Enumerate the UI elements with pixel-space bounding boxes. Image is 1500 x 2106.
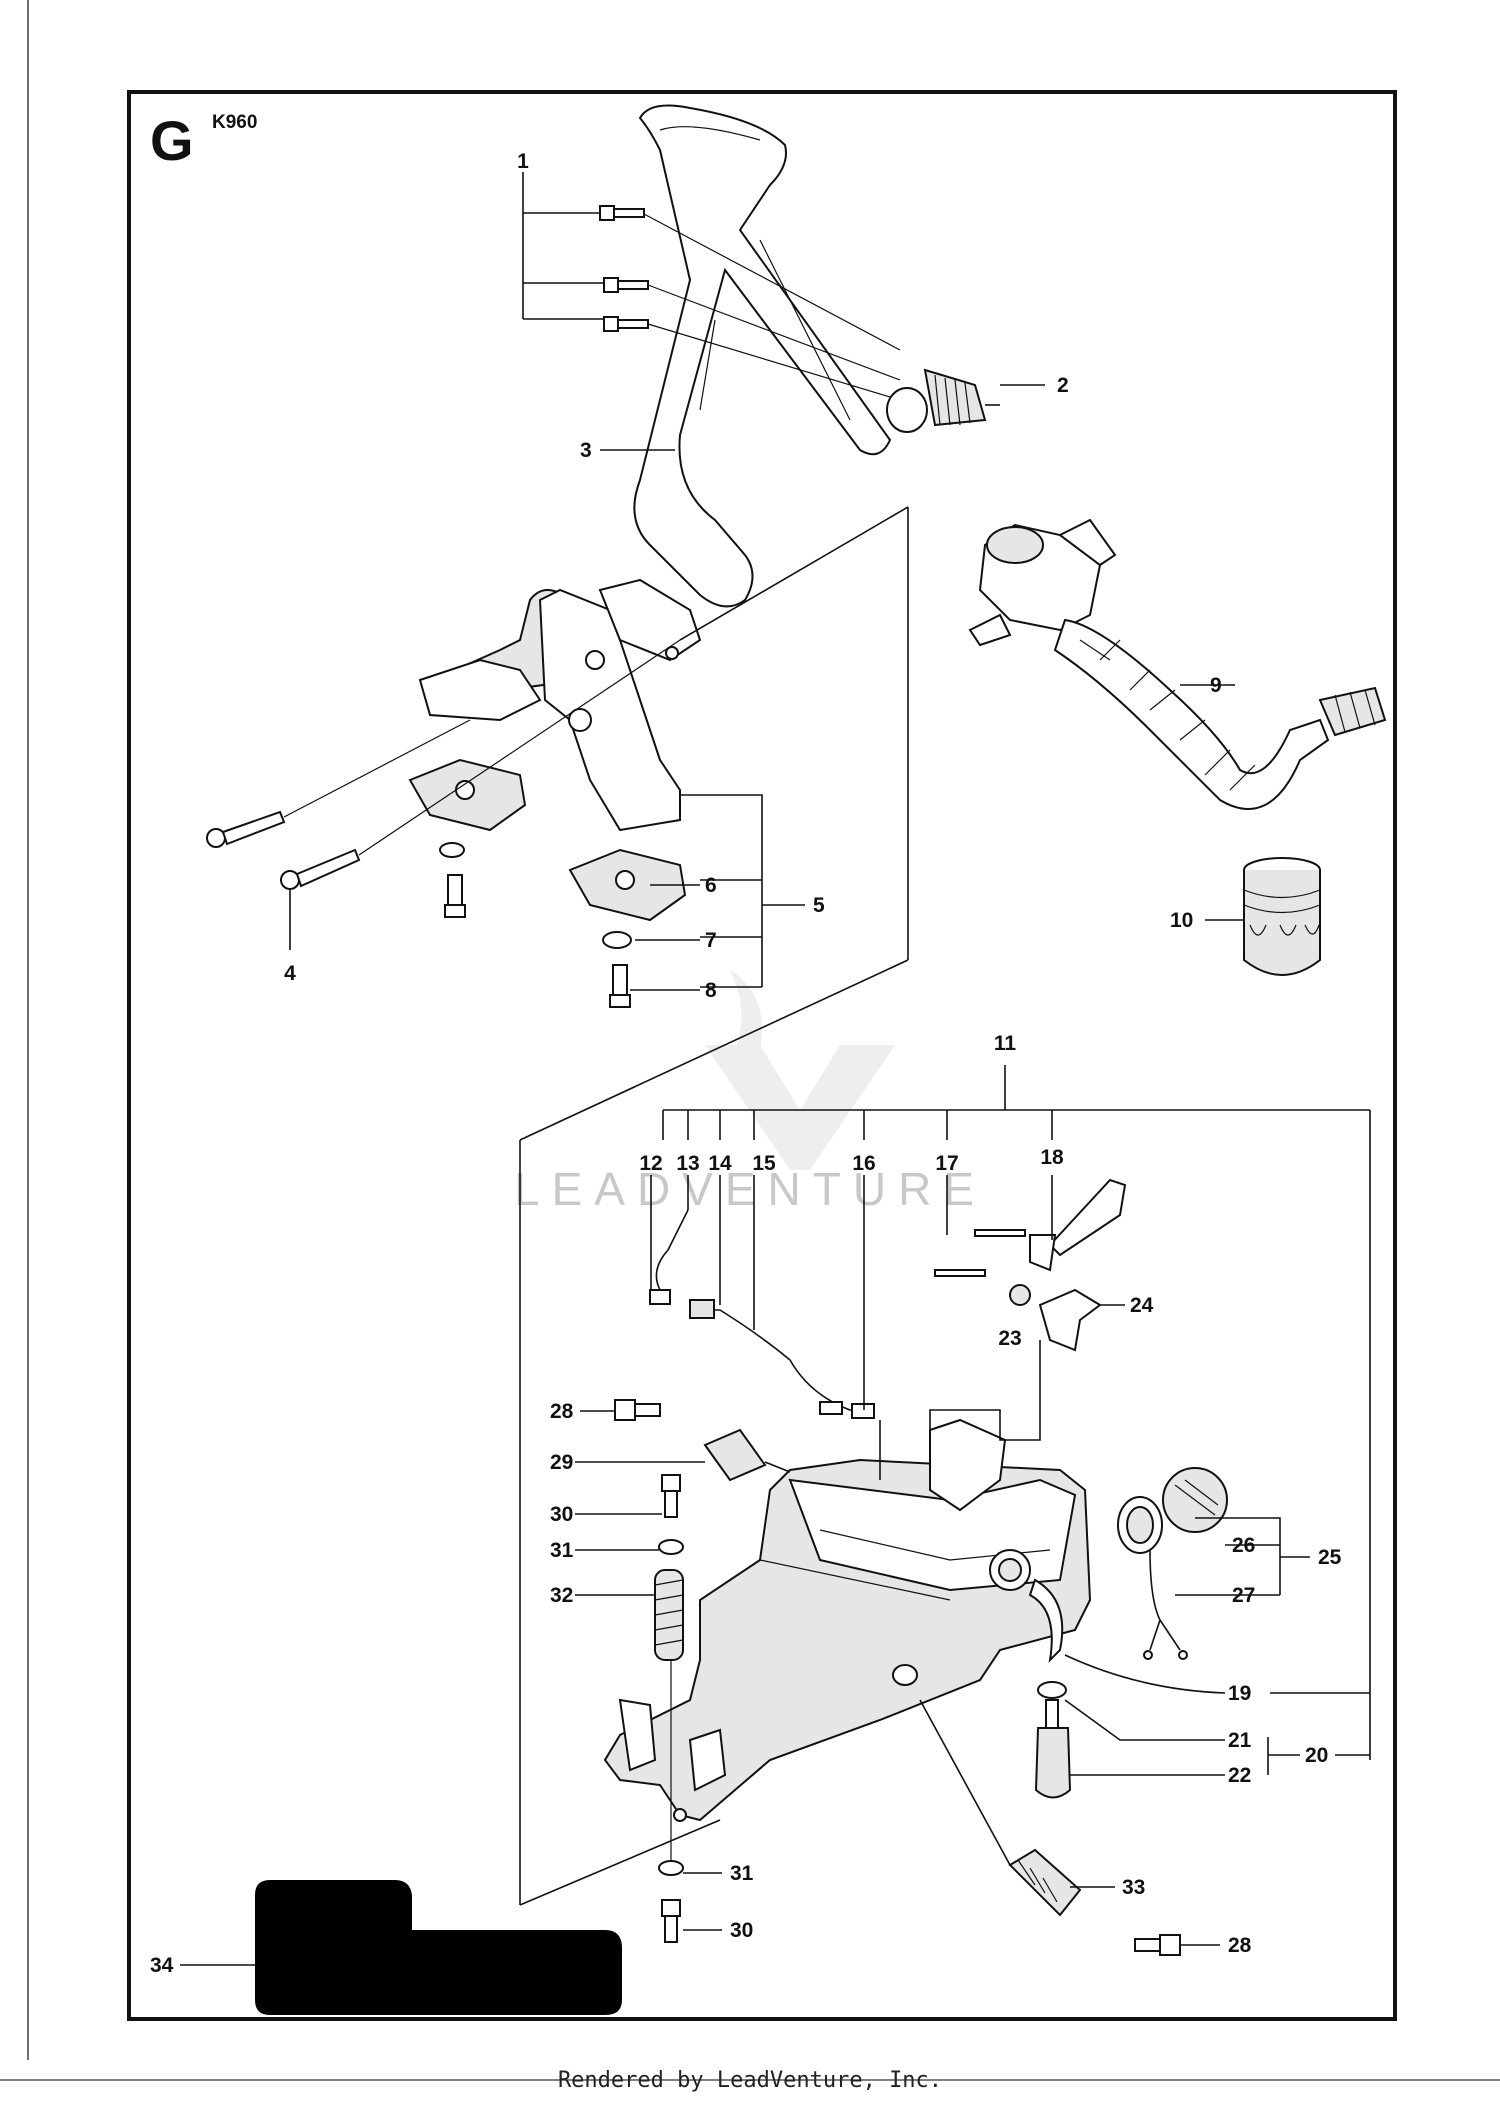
callout-31-upper: 31 <box>550 1539 574 1562</box>
callout-22: 22 <box>1228 1764 1251 1787</box>
fuel-tank-housing <box>603 1418 1092 1822</box>
section-letter: G <box>150 109 194 172</box>
callout-11: 11 <box>994 1032 1017 1055</box>
callout-24: 24 <box>1130 1294 1154 1317</box>
callout-4: 4 <box>284 962 296 985</box>
washer-31-upper <box>658 1539 684 1555</box>
callout-27: 27 <box>1232 1584 1255 1607</box>
callout-2: 2 <box>1057 374 1069 397</box>
callout-30-lower: 30 <box>730 1919 753 1942</box>
handle-spring-clamp <box>886 368 1000 433</box>
callout-21: 21 <box>1228 1729 1252 1752</box>
throttle-trigger <box>934 1178 1127 1352</box>
screw-30-upper <box>661 1474 681 1518</box>
antivibration-spring-32 <box>654 1569 684 1661</box>
screw-28-lower <box>1134 1934 1181 1956</box>
model-label: K960 <box>212 112 257 133</box>
antivibration-spring-29 <box>703 1428 791 1482</box>
leader-lines <box>180 172 1371 1966</box>
callout-23: 23 <box>998 1327 1021 1350</box>
footer-credit: Rendered by LeadVenture, Inc. <box>557 2068 943 2093</box>
diagram-frame <box>127 90 1397 2021</box>
callout-3: 3 <box>580 439 592 462</box>
handle-bar <box>633 104 892 608</box>
fuel-cap-insert <box>1243 857 1321 976</box>
callout-17: 17 <box>935 1152 958 1175</box>
fuel-filter <box>1034 1681 1072 1799</box>
washer-31-lower <box>658 1860 684 1876</box>
watermark-logo <box>705 970 895 1170</box>
callout-30-upper: 30 <box>550 1503 573 1526</box>
callout-28-lower: 28 <box>1228 1934 1252 1957</box>
callout-labels: 1 2 3 4 5 6 7 8 9 10 11 12 13 14 15 16 1… <box>150 150 1342 1977</box>
callout-6: 6 <box>705 874 717 897</box>
callout-26: 26 <box>1232 1534 1255 1557</box>
screw-set-1 <box>599 205 649 332</box>
fuel-filler-neck <box>968 518 1387 810</box>
decal-34 <box>255 1880 622 2015</box>
callout-19: 19 <box>1228 1682 1251 1705</box>
callout-16: 16 <box>852 1152 875 1175</box>
watermark-text: LEADVENTURE <box>514 1163 986 1215</box>
callout-34: 34 <box>150 1954 174 1977</box>
fuel-tank-cap <box>1117 1467 1228 1660</box>
callout-28-upper: 28 <box>550 1400 574 1423</box>
callout-31-lower: 31 <box>730 1862 754 1885</box>
callout-25: 25 <box>1318 1546 1342 1569</box>
callout-7: 7 <box>705 929 717 952</box>
callout-15: 15 <box>752 1152 776 1175</box>
screw-30-lower <box>661 1899 681 1943</box>
callout-10: 10 <box>1170 909 1193 932</box>
callout-5: 5 <box>813 894 825 917</box>
throttle-cable <box>655 1209 867 1413</box>
antivibration-spring-33 <box>1008 1848 1082 1917</box>
screw-28-upper <box>614 1399 661 1421</box>
callout-33: 33 <box>1122 1876 1145 1899</box>
bolt-long-lower <box>280 848 361 890</box>
callout-32: 32 <box>550 1584 573 1607</box>
bolt-long-upper <box>206 810 286 848</box>
callout-9: 9 <box>1210 674 1222 697</box>
callout-1: 1 <box>517 150 529 173</box>
callout-18: 18 <box>1040 1146 1064 1169</box>
callout-8: 8 <box>705 979 717 1002</box>
callout-20: 20 <box>1305 1744 1328 1767</box>
callout-29: 29 <box>550 1451 573 1474</box>
callout-12: 12 <box>639 1152 662 1175</box>
callout-13: 13 <box>676 1152 699 1175</box>
callout-14: 14 <box>708 1152 732 1175</box>
